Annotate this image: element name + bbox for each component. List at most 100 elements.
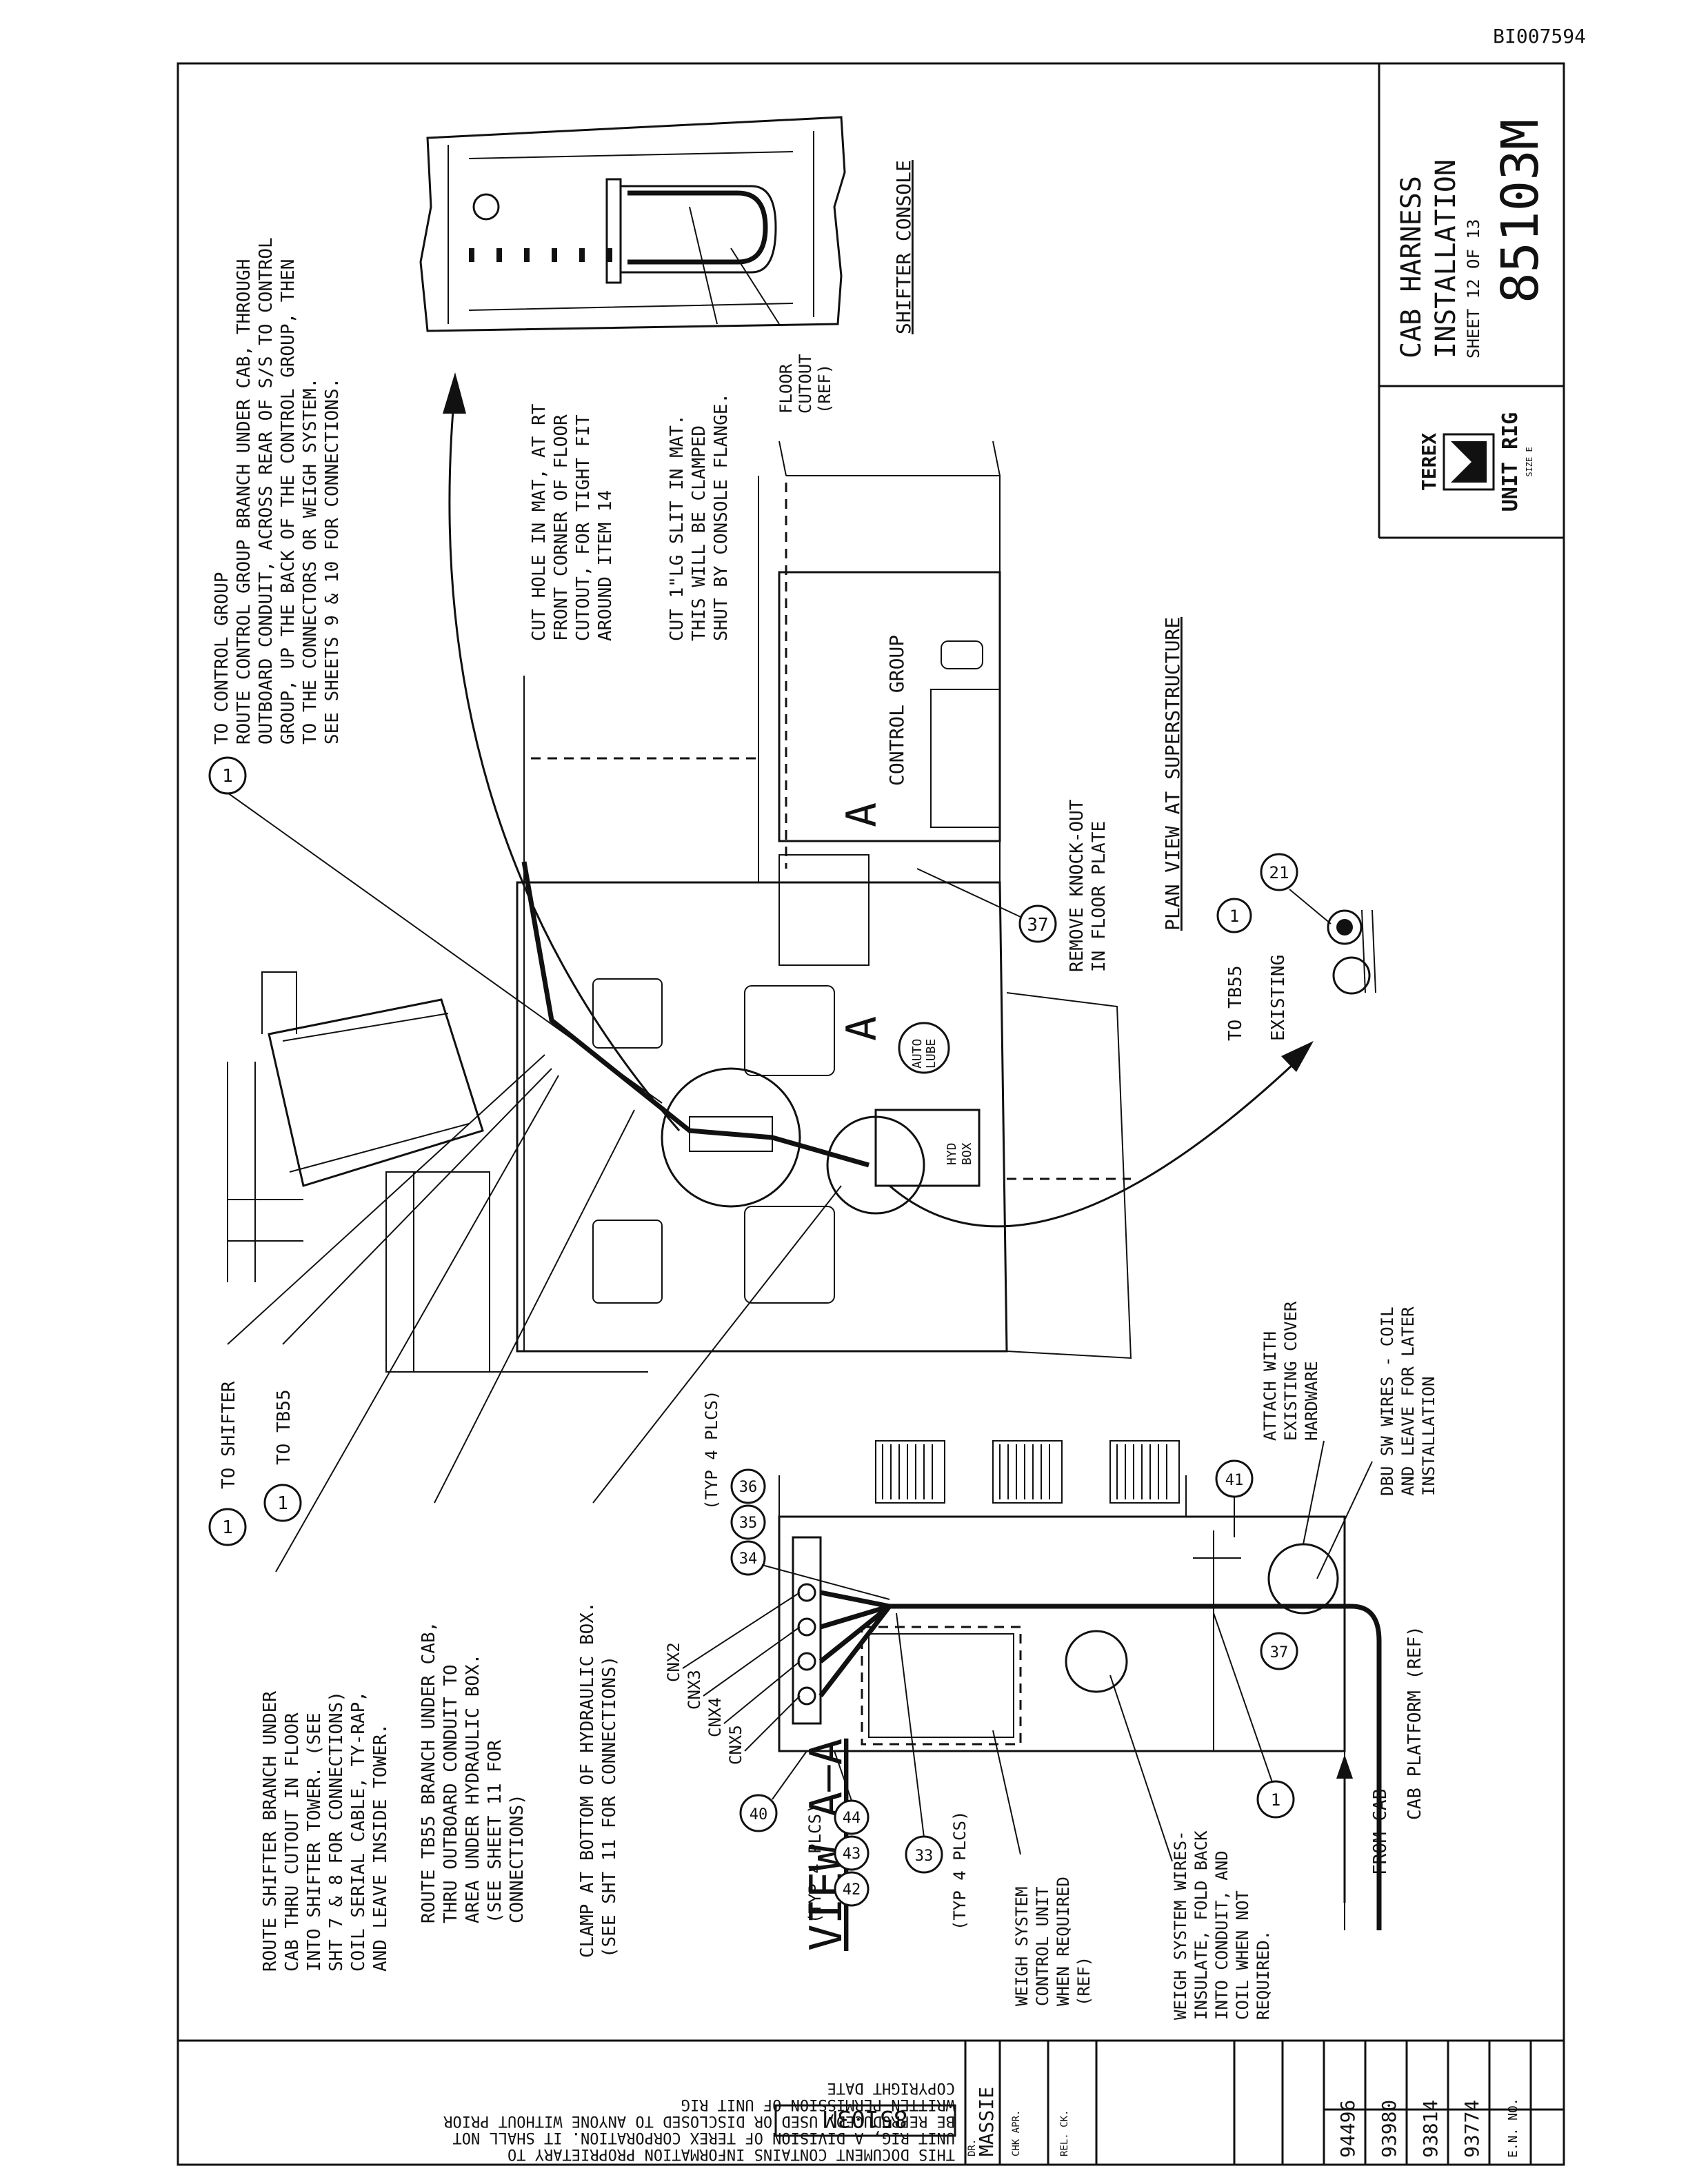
drawn-by: MASSIE xyxy=(975,2087,998,2156)
en-label: E.N. NO. xyxy=(1506,2098,1520,2158)
balloon-34: 34 xyxy=(730,1540,766,1576)
view-aa xyxy=(778,1440,1382,1930)
svg-text:LUBE: LUBE xyxy=(924,1039,938,1069)
svg-text:EXISTING: EXISTING xyxy=(1268,955,1289,1041)
control-group-label: CONTROL GROUP xyxy=(885,635,908,786)
en-number: 93774 xyxy=(1460,2100,1483,2158)
svg-text:(REF): (REF) xyxy=(1074,1957,1094,2006)
svg-text:FROM CAB: FROM CAB xyxy=(1370,1789,1391,1875)
title-block: TEREX UNIT RIG SIZE E CAB HARNESS INSTAL… xyxy=(1378,63,1564,539)
svg-text:41: 41 xyxy=(1225,1472,1244,1489)
note-cut-slit: CUT 1"LG SLIT IN MAT. THIS WILL BE CLAMP… xyxy=(667,393,732,641)
svg-text:85103M: 85103M xyxy=(823,2105,908,2132)
svg-text:CAB THRU CUTOUT IN FLOOR: CAB THRU CUTOUT IN FLOOR xyxy=(282,1712,303,1972)
svg-text:UNIT RIG: UNIT RIG xyxy=(1498,412,1523,512)
svg-text:IN FLOOR PLATE: IN FLOOR PLATE xyxy=(1089,821,1109,972)
note-route-tb55: ROUTE TB55 BRANCH UNDER CAB, THRU OUTBOA… xyxy=(419,1621,528,1923)
svg-text:REL. CK.: REL. CK. xyxy=(1059,2110,1070,2156)
label-typ4-mid: (TYP 4 PLCS) xyxy=(950,1811,969,1930)
cnx2-label: CNX2 xyxy=(664,1642,683,1682)
balloon-44: 44 xyxy=(834,1799,870,1835)
svg-text:WRITTEN PERMISSION OF UNIT RIG: WRITTEN PERMISSION OF UNIT RIG xyxy=(681,2096,955,2113)
svg-text:44: 44 xyxy=(843,1810,861,1827)
svg-text:AND LEAVE INSIDE TOWER.: AND LEAVE INSIDE TOWER. xyxy=(370,1723,391,1972)
balloon-37-view: 37 xyxy=(1260,1632,1298,1670)
svg-text:COIL SERIAL CABLE, TY-RAP,: COIL SERIAL CABLE, TY-RAP, xyxy=(348,1691,369,1972)
note-clamp: CLAMP AT BOTTOM OF HYDRAULIC BOX. (SEE S… xyxy=(577,1601,620,1958)
cnx4-label: CNX4 xyxy=(705,1697,725,1737)
note-dbu: DBU SW WIRES - COIL AND LEAVE FOR LATER … xyxy=(1378,1306,1438,1496)
drawing-number: 85103M xyxy=(1491,119,1550,303)
revision-block: MASSIE DR. CHK APR. REL. CK. 94496 93980… xyxy=(178,2039,1564,2165)
svg-text:ATTACH WITH: ATTACH WITH xyxy=(1260,1331,1280,1441)
svg-text:WEIGH SYSTEM: WEIGH SYSTEM xyxy=(1012,1887,1032,2006)
balloon-1-shifter: 1 xyxy=(208,1508,247,1546)
balloon-33: 33 xyxy=(905,1835,943,1874)
balloon-37-plan: 37 xyxy=(916,868,1057,943)
balloon-1-tb55-left: 1 xyxy=(263,1484,302,1522)
svg-text:DBU SW WIRES - COIL: DBU SW WIRES - COIL xyxy=(1378,1306,1397,1496)
balloon-43: 43 xyxy=(834,1835,870,1871)
svg-text:CAB PLATFORM (REF): CAB PLATFORM (REF) xyxy=(1405,1626,1425,1820)
svg-text:TO CONTROL GROUP: TO CONTROL GROUP xyxy=(212,572,232,745)
svg-text:WHEN REQUIRED: WHEN REQUIRED xyxy=(1054,1877,1073,2006)
section-mark-a-top: A xyxy=(838,802,886,827)
svg-text:AREA UNDER HYDRAULIC BOX.: AREA UNDER HYDRAULIC BOX. xyxy=(463,1654,483,1923)
svg-text:CUT 1"LG SLIT IN MAT.: CUT 1"LG SLIT IN MAT. xyxy=(667,414,687,641)
balloon-35: 35 xyxy=(730,1504,766,1540)
shifter-console-title: SHIFTER CONSOLE xyxy=(892,160,915,334)
svg-text:HARDWARE: HARDWARE xyxy=(1302,1361,1321,1441)
svg-text:AUTO: AUTO xyxy=(910,1039,925,1069)
svg-text:ROUTE TB55 BRANCH UNDER CAB,: ROUTE TB55 BRANCH UNDER CAB, xyxy=(419,1621,439,1923)
balloon-1: 1 xyxy=(208,756,247,795)
balloon-1-tb55: 1 xyxy=(1216,898,1252,933)
en-number: 93980 xyxy=(1378,2100,1400,2158)
svg-text:SHT 7 & 8 FOR CONNECTIONS): SHT 7 & 8 FOR CONNECTIONS) xyxy=(326,1691,347,1972)
svg-text:40: 40 xyxy=(750,1806,768,1823)
document-id: BI007594 xyxy=(1493,25,1586,48)
svg-text:INTO SHIFTER TOWER. (SEE: INTO SHIFTER TOWER. (SEE xyxy=(304,1712,325,1972)
svg-text:REMOVE KNOCK-OUT: REMOVE KNOCK-OUT xyxy=(1067,799,1087,972)
svg-text:CLAMP AT BOTTOM OF HYDRAULIC B: CLAMP AT BOTTOM OF HYDRAULIC BOX. xyxy=(577,1601,598,1958)
svg-text:TO TB55: TO TB55 xyxy=(1225,965,1246,1041)
svg-text:ROUTE SHIFTER BRANCH UNDER: ROUTE SHIFTER BRANCH UNDER xyxy=(260,1691,281,1972)
en-number: 93814 xyxy=(1419,2100,1442,2158)
svg-text:REQUIRED.: REQUIRED. xyxy=(1254,1930,1273,2020)
svg-text:34: 34 xyxy=(739,1550,758,1568)
svg-text:INSULATE, FOLD BACK: INSULATE, FOLD BACK xyxy=(1192,1830,1211,2020)
balloon-40: 40 xyxy=(739,1794,778,1832)
svg-text:1: 1 xyxy=(222,766,233,787)
svg-text:(REF): (REF) xyxy=(815,364,834,414)
balloon-41: 41 xyxy=(1215,1459,1254,1498)
title-line-1: CAB HARNESS xyxy=(1396,176,1427,358)
cnx3-label: CNX3 xyxy=(685,1670,704,1710)
svg-text:DR.: DR. xyxy=(967,2139,978,2156)
svg-text:GROUP, UP THE BACK OF THE CONT: GROUP, UP THE BACK OF THE CONTROL GROUP,… xyxy=(278,259,299,745)
plan-view-title: PLAN VIEW AT SUPERSTRUCTURE xyxy=(1161,617,1184,931)
note-cut-hole: CUT HOLE IN MAT, AT RT FRONT CORNER OF F… xyxy=(529,403,616,641)
arrow-to-shifter-console xyxy=(448,385,681,1131)
svg-text:37: 37 xyxy=(1270,1644,1289,1661)
proprietary-notice: 85103M THIS DOCUMENT CONTAINS INFORMATIO… xyxy=(443,2079,956,2163)
svg-text:CONNECTIONS): CONNECTIONS) xyxy=(507,1794,528,1923)
svg-text:FRONT CORNER OF FLOOR: FRONT CORNER OF FLOOR xyxy=(551,414,572,641)
svg-text:COPYRIGHT DATE: COPYRIGHT DATE xyxy=(827,2079,955,2096)
svg-text:1: 1 xyxy=(222,1517,233,1538)
svg-text:THIS WILL BE CLAMPED: THIS WILL BE CLAMPED xyxy=(689,425,710,641)
label-typ4-left: (TYP 4 PLCS) xyxy=(805,1804,825,1923)
svg-text:CONTROL UNIT: CONTROL UNIT xyxy=(1033,1887,1052,2006)
arrow-to-tb55 xyxy=(889,1053,1305,1228)
sheet-number: SHEET 12 OF 13 xyxy=(1464,219,1483,358)
svg-text:(SEE SHEET 11 FOR: (SEE SHEET 11 FOR xyxy=(485,1740,505,1923)
balloon-36: 36 xyxy=(730,1468,766,1504)
svg-text:37: 37 xyxy=(1027,915,1048,936)
section-mark-a-bottom: A xyxy=(838,1016,886,1041)
balloon-1-view: 1 xyxy=(1256,1780,1295,1819)
svg-text:35: 35 xyxy=(739,1515,758,1532)
svg-text:21: 21 xyxy=(1269,863,1289,882)
note-from-cab: FROM CAB xyxy=(1370,1789,1391,1875)
cnx5-label: CNX5 xyxy=(726,1725,745,1765)
svg-text:THIS DOCUMENT CONTAINS INFORMA: THIS DOCUMENT CONTAINS INFORMATION PROPR… xyxy=(508,2145,955,2163)
svg-text:OUTBOARD CONDUIT, ACROSS REAR: OUTBOARD CONDUIT, ACROSS REAR OF S/S TO … xyxy=(256,237,277,745)
